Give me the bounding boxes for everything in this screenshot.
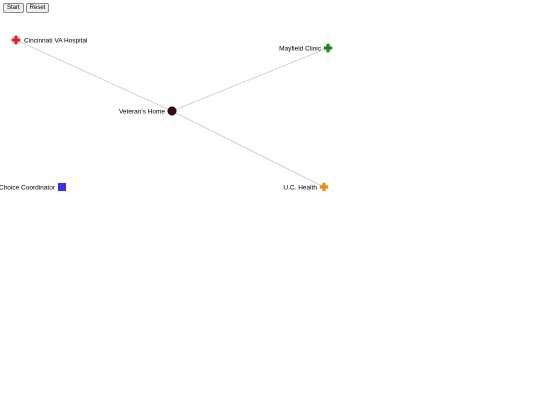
node-cincinnati-va[interactable]: Cincinnati VA Hospital [11,35,88,45]
node-label: Veteran's Home [119,108,165,115]
cross-icon [319,182,329,192]
edges-layer [15,39,329,188]
circle-icon [167,106,177,116]
square-icon [58,183,66,191]
node-mayfield[interactable]: Mayfield Clinic [279,43,333,53]
node-label: Mayfield Clinic [279,45,322,52]
node-label: Choice Coordinator [0,184,56,191]
edge-veterans-home-cincinnati-va [15,39,173,112]
node-choice-coordinator[interactable]: Choice Coordinator [0,183,66,191]
edge-veterans-home-mayfield [171,47,329,112]
node-veterans-home[interactable]: Veteran's Home [119,106,177,116]
start-button[interactable]: Start [3,3,24,13]
node-label: U.C. Health [283,184,317,191]
node-uc-health[interactable]: U.C. Health [283,182,329,192]
cross-icon [323,43,333,53]
toolbar: Start Reset [3,3,50,13]
cross-icon [11,35,21,45]
node-label: Cincinnati VA Hospital [24,37,88,44]
reset-button[interactable]: Reset [25,3,50,13]
edge-veterans-home-uc-health [171,110,325,188]
